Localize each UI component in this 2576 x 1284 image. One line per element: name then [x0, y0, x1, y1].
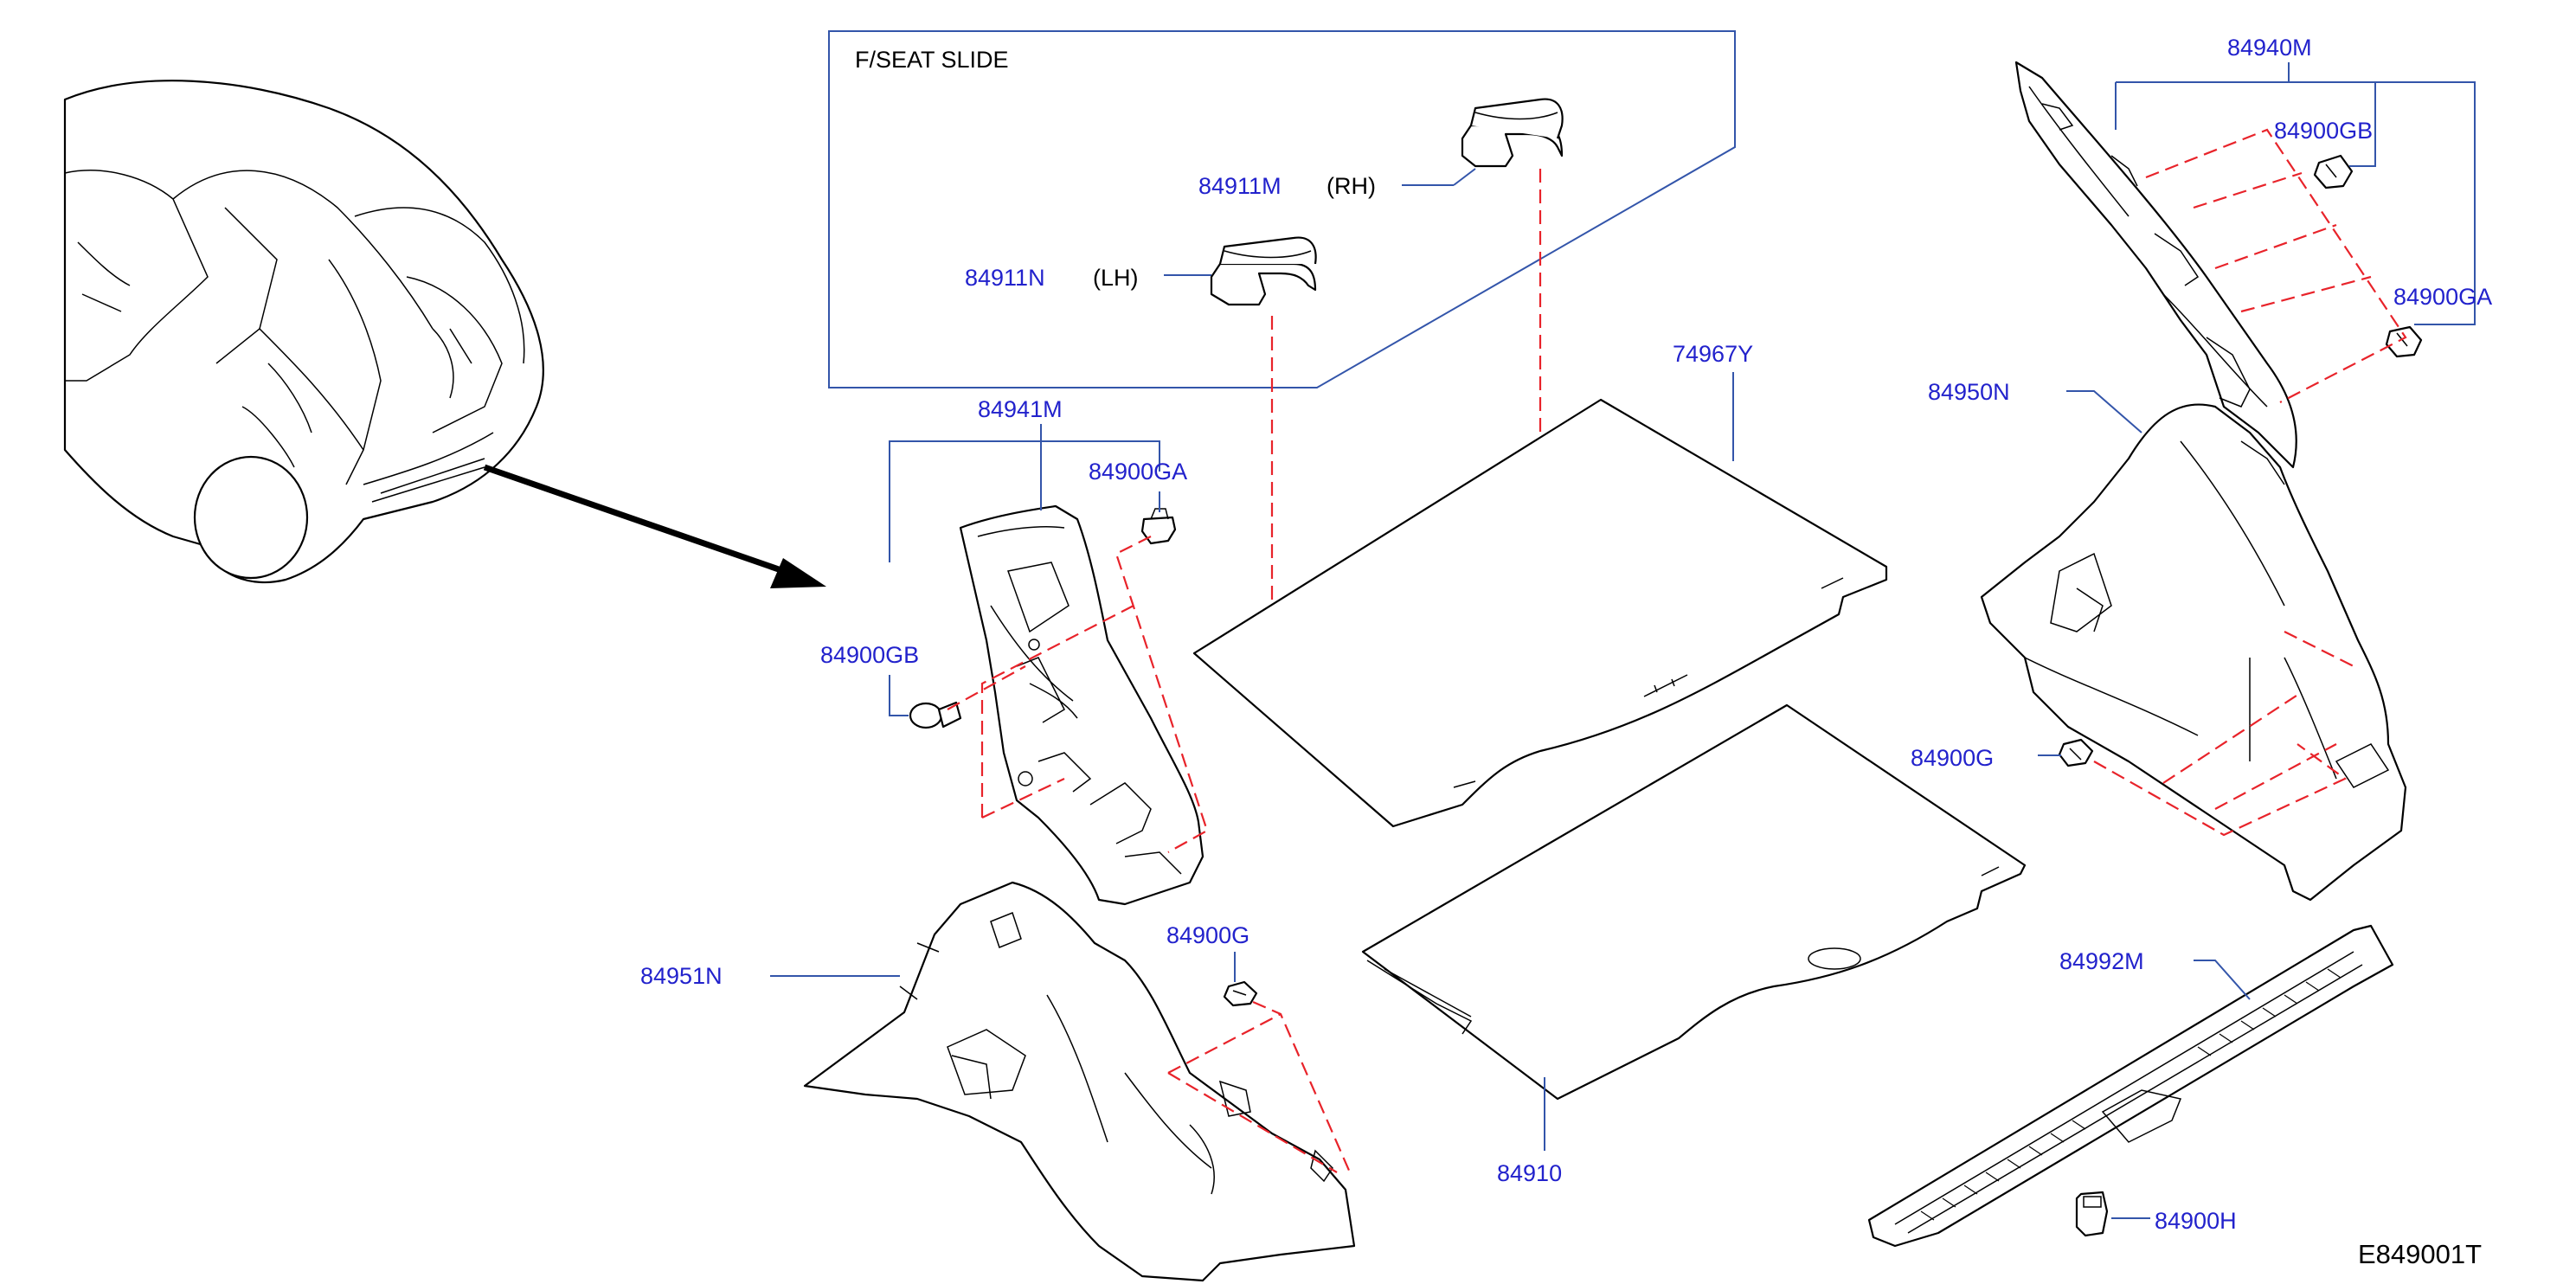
sill-plate-ribs — [1920, 968, 2342, 1221]
diagram-code: E849001T — [2358, 1239, 2482, 1269]
part-label-74967Y: 74967Y — [1673, 341, 1753, 367]
part-label-84911N: 84911N — [965, 265, 1045, 291]
vehicle-overview — [63, 80, 544, 584]
part-label-84900G-right: 84900G — [1911, 745, 1994, 771]
clip-84900G-right — [2058, 738, 2094, 767]
clip-84900GB-left — [909, 701, 962, 729]
clip-84900GB-right — [2313, 154, 2354, 189]
part-label-84950N: 84950N — [1928, 379, 2010, 405]
hook-84911N — [1210, 262, 1317, 306]
part-label-84911M: 84911M — [1198, 173, 1282, 199]
trim-84951N — [803, 881, 1356, 1282]
side-label-lh: (LH) — [1093, 265, 1139, 291]
trim-84950N — [1980, 403, 2407, 902]
part-label-84900G-left: 84900G — [1166, 922, 1249, 948]
side-label-rh: (RH) — [1327, 173, 1376, 199]
inset-frame — [828, 30, 1736, 388]
part-label-84910: 84910 — [1497, 1160, 1562, 1186]
sill-plate-84992M — [1867, 924, 2394, 1248]
part-label-84992M: 84992M — [2059, 948, 2144, 974]
part-label-84900GA-right: 84900GA — [2393, 284, 2492, 310]
part-label-84940M: 84940M — [2227, 35, 2312, 61]
part-label-84951N: 84951N — [640, 963, 723, 989]
seat-slide-inset: F/SEAT SLIDE 84911M (RH) 84911N (LH) — [828, 30, 1736, 388]
board-84910: 84910 — [1361, 703, 2027, 1186]
part-label-84900GB-left: 84900GB — [820, 642, 919, 668]
part-label-84941M: 84941M — [978, 396, 1063, 422]
clip-84900G-left — [1223, 980, 1258, 1007]
trim-84941M — [959, 504, 1204, 906]
part-label-84900GA-left: 84900GA — [1089, 459, 1187, 485]
direction-arrow — [483, 464, 826, 588]
clip-84900GA-right — [2385, 325, 2423, 358]
inset-title: F/SEAT SLIDE — [855, 47, 1009, 73]
clip-84900H — [2075, 1191, 2109, 1237]
board-74967Y: 74967Y — [1192, 341, 1888, 828]
trim-84940M — [2014, 61, 2297, 469]
part-label-84900H: 84900H — [2155, 1208, 2237, 1234]
part-label-84900GB-right: 84900GB — [2274, 118, 2373, 144]
